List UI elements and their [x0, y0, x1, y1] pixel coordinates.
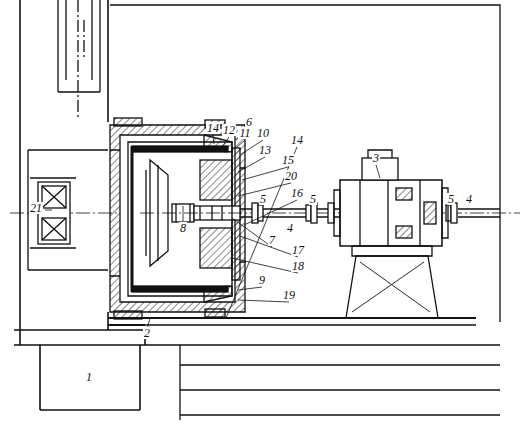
callout-number: 15	[281, 154, 295, 166]
callout-number: 11	[238, 127, 251, 139]
callout-number: 12	[222, 124, 236, 136]
callout-number: 5	[447, 193, 455, 205]
callout-number: 5	[309, 193, 317, 205]
callout-number: 9	[258, 274, 266, 286]
callout-number: 7	[268, 234, 276, 246]
callout-number: 10	[256, 127, 270, 139]
callout-number: 4	[286, 222, 294, 234]
callout-number: 19	[282, 289, 296, 301]
callout-number: 8	[179, 222, 187, 234]
callout-number: 2	[143, 327, 151, 339]
callout-number: 18	[291, 260, 305, 272]
callout-number: 17	[291, 244, 305, 256]
callout-number: 14	[290, 134, 304, 146]
callout-number: 14	[206, 122, 220, 134]
callout-number: 5	[259, 193, 267, 205]
callout-number: 3	[372, 152, 380, 164]
callout-number: 20	[284, 170, 298, 182]
callout-number: 1	[85, 371, 93, 383]
callout-number: 4	[465, 193, 473, 205]
callout-number: 13	[258, 144, 272, 156]
callout-number: 16	[290, 187, 304, 199]
callout-number: 21	[29, 202, 43, 214]
